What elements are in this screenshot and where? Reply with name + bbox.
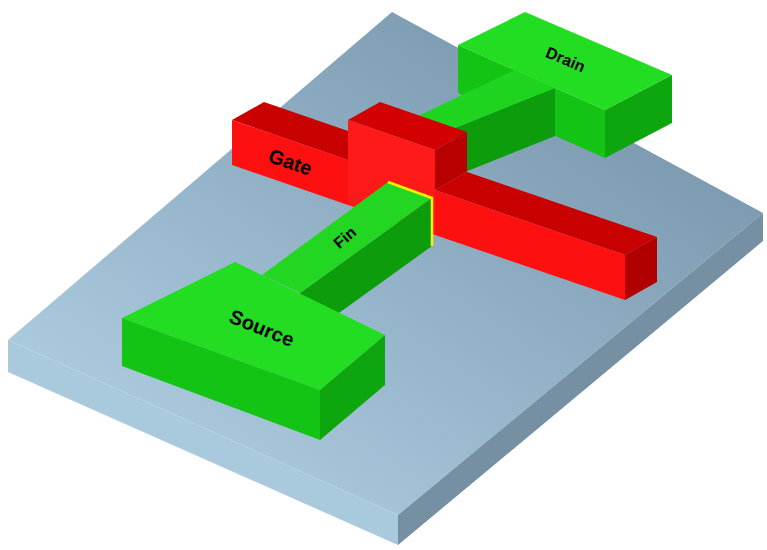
part-label: Source	[226, 305, 297, 351]
source-block	[122, 262, 385, 440]
part-label: Gate	[265, 144, 314, 179]
gate-oxide	[388, 182, 432, 246]
source-label-face: Source	[222, 302, 302, 355]
gate-label-face: Gate	[261, 141, 319, 183]
part-label: Fin	[330, 224, 360, 253]
substrate-slab	[8, 12, 763, 545]
gate-stack	[232, 102, 657, 300]
part-label: Drain	[543, 44, 588, 76]
drain-label-face: Drain	[538, 41, 591, 80]
fin-label-face: Fin	[326, 219, 364, 256]
